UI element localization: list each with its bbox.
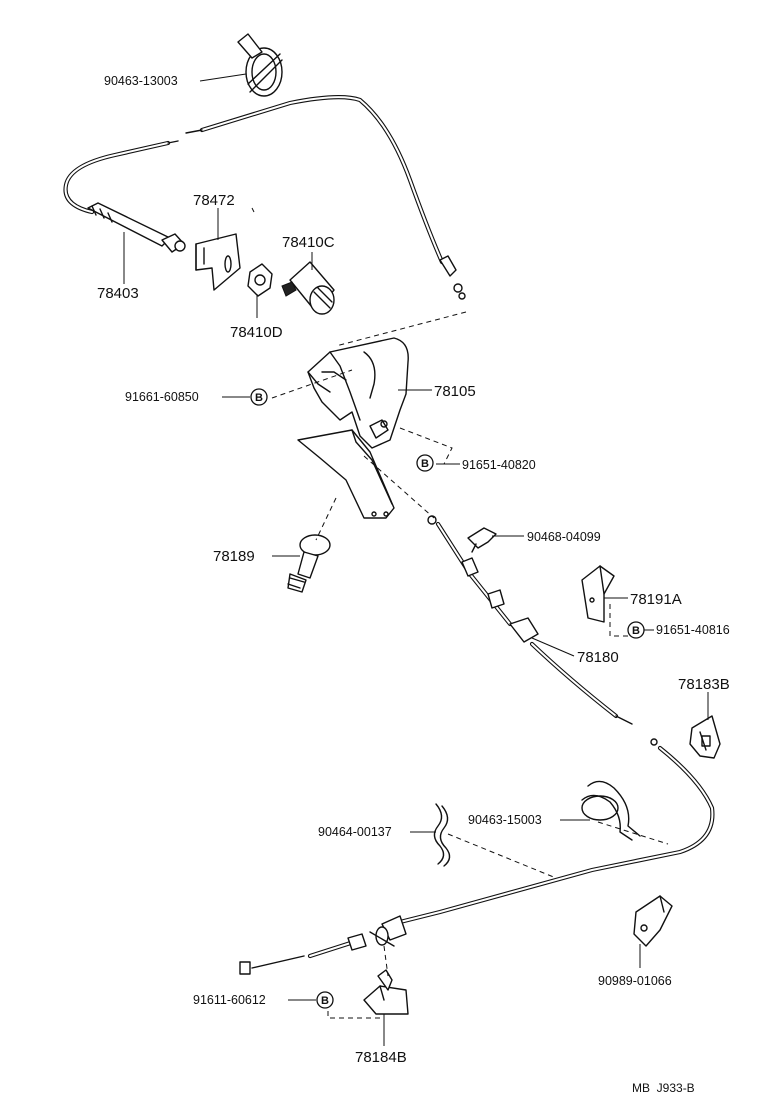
callout-91651-40820: 91651-40820	[462, 458, 536, 472]
callout-91611-60612: 91611-60612	[193, 993, 266, 1007]
knob-78410C	[281, 261, 335, 315]
clip-90464-00137	[433, 803, 451, 867]
callout-78184B: 78184B	[355, 1049, 407, 1066]
callout-78180: 78180	[577, 649, 619, 666]
svg-text:B: B	[632, 625, 640, 637]
b-badge-3: B	[627, 621, 645, 639]
clamp-90463-15003	[581, 780, 641, 841]
bracket-78472	[195, 233, 241, 291]
svg-text:B: B	[421, 458, 429, 470]
callout-90464-00137: 90464-00137	[318, 825, 392, 839]
bracket-78184B	[363, 969, 409, 1015]
callout-78472: 78472	[193, 192, 235, 209]
leader-lines	[123, 73, 709, 1046]
callout-90468-04099: 90468-04099	[527, 530, 601, 544]
callout-78189: 78189	[213, 548, 255, 565]
callout-90463-13003: 90463-13003	[104, 74, 178, 88]
callout-91651-40816: 91651-40816	[656, 623, 730, 637]
footer-code: MB J933-B	[632, 1081, 695, 1095]
callout-90463-15003: 90463-15003	[468, 813, 542, 827]
callout-78191A: 78191A	[630, 591, 682, 608]
assembly-lines	[251, 207, 669, 1019]
svg-text:B: B	[321, 995, 329, 1007]
b-badge-1: B	[250, 388, 268, 406]
bolt-78189	[287, 534, 331, 593]
callout-78410C: 78410C	[282, 234, 335, 251]
callout-90989-01066: 90989-01066	[598, 974, 672, 988]
b-badge-2: B	[416, 454, 434, 472]
bracket-78183B	[689, 715, 721, 759]
callout-91661-60850: 91661-60850	[125, 390, 199, 404]
bracket-78191A	[581, 565, 615, 623]
bracket-90989-01066	[633, 895, 673, 947]
callout-78183B: 78183B	[678, 676, 730, 693]
callout-78410D: 78410D	[230, 324, 283, 341]
b-badge-4: B	[316, 991, 334, 1009]
clip-90468-04099	[467, 527, 497, 553]
cable-78403	[63, 95, 466, 300]
cable-lower	[239, 738, 715, 975]
lever-housing-78105	[307, 337, 409, 449]
callout-78105: 78105	[434, 383, 476, 400]
cable-78180	[427, 515, 633, 725]
svg-text:B: B	[255, 392, 263, 404]
callout-78403: 78403	[97, 285, 139, 302]
lever-plate	[297, 429, 395, 519]
clamp-90463-13003	[237, 33, 283, 97]
nut-78410D	[247, 263, 273, 297]
